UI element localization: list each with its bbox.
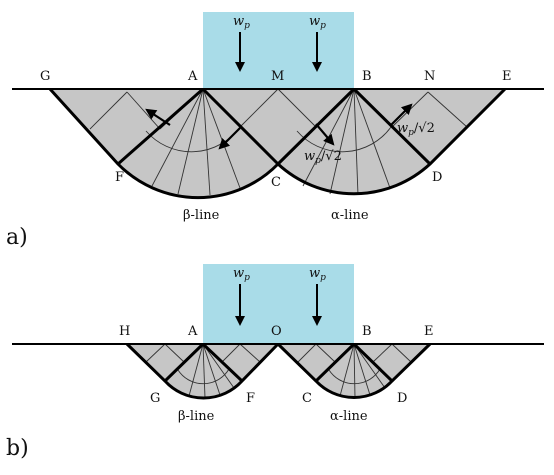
point-label-b-F: F [246,391,255,406]
thick-slip-lines-b [125,342,432,400]
point-label-a-E: E [502,69,512,84]
point-label-b-E: E [424,324,434,339]
load-label-b-2: wp [309,266,326,283]
annotation-a-right: wp/√2 [397,121,435,138]
stress-arrow-a-4 [390,103,413,126]
alpha-line-label-b: α-line [330,409,368,424]
point-label-a-A: A [187,69,198,84]
point-label-b-D: D [397,391,407,406]
stress-arrow-a-2 [218,127,241,150]
point-label-a-G: G [40,69,50,84]
point-label-a-F: F [115,170,124,185]
stress-arrow-a-1 [145,108,171,126]
alpha-line-label-a: α-line [331,208,369,223]
point-label-b-C: C [302,391,312,406]
point-label-a-C: C [271,175,281,190]
annotation-a-middle: wp/√2 [304,149,342,166]
thick-slip-lines-a [48,87,507,200]
load-label-a-2: wp [309,14,326,31]
panel-tag-a: a) [6,225,28,250]
point-label-b-B: B [362,324,372,339]
load-label-b-1: wp [233,266,250,283]
point-label-b-G: G [150,391,160,406]
load-block-a [203,12,354,88]
point-label-b-H: H [119,324,130,339]
point-label-a-B: B [362,69,372,84]
point-label-b-O: O [271,324,282,339]
stress-arrow-a-3 [315,123,335,146]
beta-line-label-a: β-line [183,208,220,223]
mesh-b-right [297,343,412,399]
panel-a: wp wp G A M B N E F C D wp/√2 wp/√2 β-li… [6,12,544,250]
load-label-a-1: wp [233,14,250,31]
point-label-a-N: N [424,69,435,84]
slip-region-b-left [125,343,280,399]
panel-b: wp wp H A O B E G F C D β-line α-line b) [6,264,544,461]
point-label-b-A: A [187,324,198,339]
point-label-a-M: M [271,69,284,84]
load-block-b [203,264,354,343]
beta-line-label-b: β-line [178,409,215,424]
point-label-a-D: D [432,170,442,185]
panel-tag-b: b) [6,436,29,461]
mesh-b-left [145,343,261,399]
